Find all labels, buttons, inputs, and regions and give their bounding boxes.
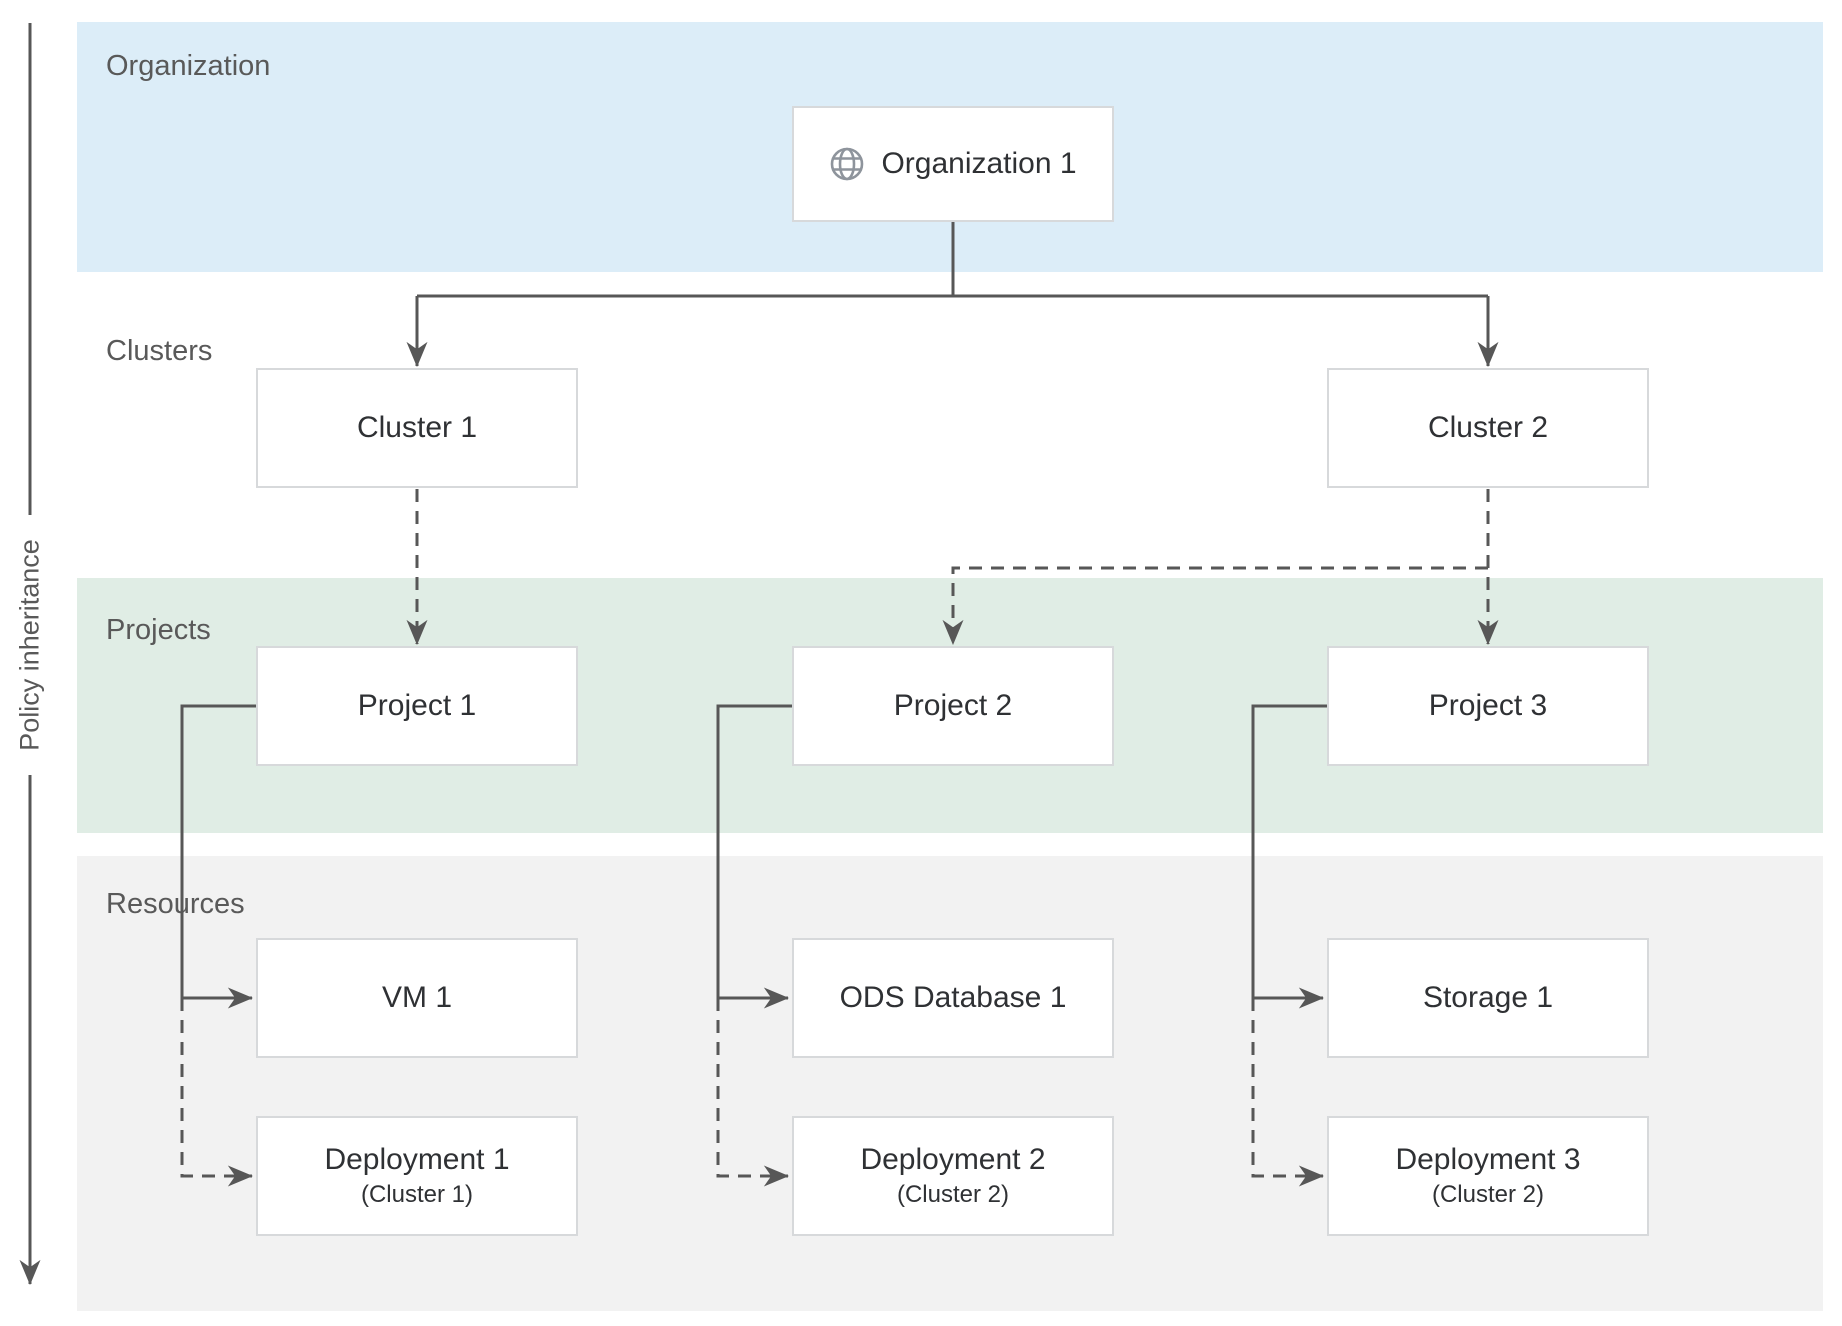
node-project-2: Project 2 [792,646,1114,766]
node-deployment-3: Deployment 3 (Cluster 2) [1327,1116,1649,1236]
node-label: Cluster 2 [1427,411,1549,444]
node-label: Storage 1 [1422,981,1554,1014]
node-sublabel: (Cluster 1) [360,1181,474,1208]
node-label: Project 2 [893,689,1013,722]
node-project-3: Project 3 [1327,646,1649,766]
clusters-band: Clusters [77,272,1823,578]
node-storage-1: Storage 1 [1327,938,1649,1058]
node-label: VM 1 [381,981,453,1014]
resources-band-label: Resources [106,888,245,920]
node-sublabel: (Cluster 2) [1431,1181,1545,1208]
node-label: Organization 1 [881,147,1077,180]
node-sublabel: (Cluster 2) [896,1181,1010,1208]
node-label: Deployment 3 [1395,1143,1581,1176]
edge-project-3-to-storage-1 [1251,704,1327,1009]
edge-project-1-to-deployment-1 [180,998,254,1187]
node-label: Project 1 [357,689,477,722]
node-label: Deployment 2 [860,1143,1046,1176]
edge-project-3-to-deployment-3 [1251,998,1325,1187]
node-deployment-1: Deployment 1 (Cluster 1) [256,1116,578,1236]
organization-band-label: Organization [106,50,271,82]
node-cluster-2: Cluster 2 [1327,368,1649,488]
node-deployment-2: Deployment 2 (Cluster 2) [792,1116,1114,1236]
clusters-band-label: Clusters [106,335,213,367]
node-label: ODS Database 1 [839,981,1067,1014]
policy-inheritance-axis-label: Policy inheritance [14,539,45,751]
globe-icon [831,147,864,181]
node-vm-1: VM 1 [256,938,578,1058]
node-label: Deployment 1 [324,1143,510,1176]
node-label: Cluster 1 [356,411,478,444]
node-project-1: Project 1 [256,646,578,766]
node-ods-database-1: ODS Database 1 [792,938,1114,1058]
projects-band-label: Projects [106,614,211,646]
edge-project-1-to-vm-1 [180,704,256,1009]
edge-project-2-to-ods-database-1 [716,704,792,1009]
edge-project-2-to-deployment-2 [716,998,790,1187]
node-label: Project 3 [1428,689,1548,722]
node-cluster-1: Cluster 1 [256,368,578,488]
edge-cluster-2-to-project-2 [942,566,1488,646]
node-organization-1: Organization 1 [792,106,1114,222]
